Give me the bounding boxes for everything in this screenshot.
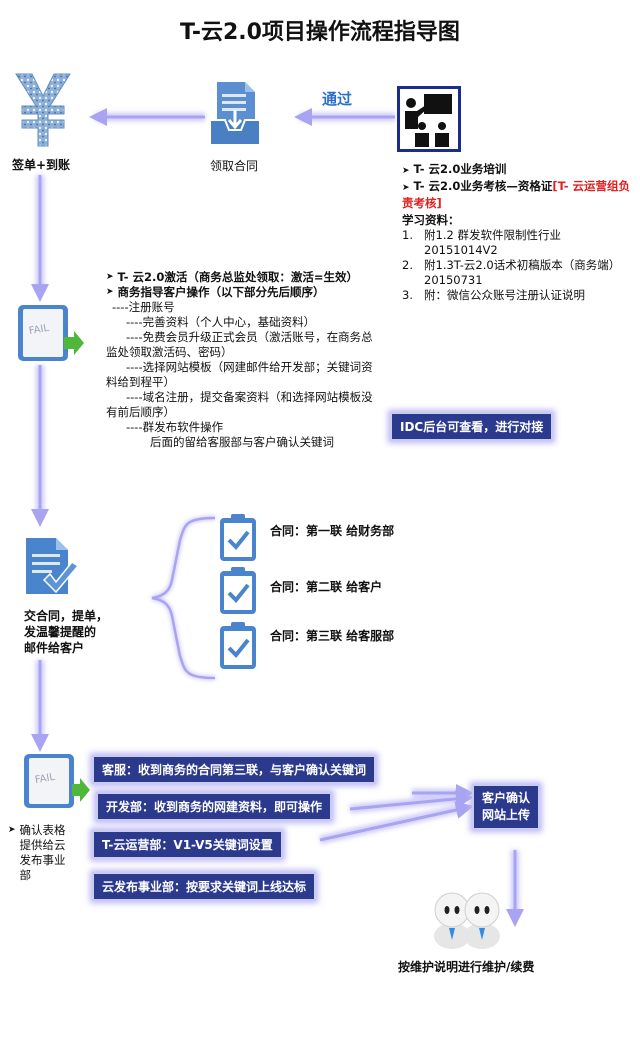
training-item-2: ➤T- 云2.0业务考核—资格证[T- 云运营组负责考核] [402, 179, 631, 210]
activation-item-2: ➤商务指导客户操作（以下部分先后顺序） [106, 285, 325, 299]
clipboard-check-icon [218, 566, 258, 616]
dept-box-ops: T-云运营部：V1-V5关键词设置 [92, 830, 283, 859]
svg-text:FAIL: FAIL [34, 772, 56, 786]
dept-box-publish: 云发布事业部：按要求关键词上线达标 [92, 872, 317, 901]
contract-3: 合同：第三联 给客服部 [270, 629, 395, 643]
clipboard-check-icon [218, 621, 258, 671]
clipboard-check-icon [218, 513, 258, 563]
training-block: ➤T- 云2.0业务培训 ➤T- 云2.0业务考核—资格证[T- 云运营组负责考… [402, 162, 634, 303]
fail-document-icon: FAIL [22, 752, 92, 810]
dept-box-service: 客服：收到商务的合同第三联，与客户确认关键词 [92, 755, 377, 784]
step-7: 后面的留给客服部与客户确认关键词 [150, 435, 334, 449]
fail-document-icon: FAIL [16, 303, 86, 363]
svg-text:FAIL: FAIL [28, 323, 50, 337]
confirm-note: ➤确认表格提供给云发布事业部 [8, 823, 66, 882]
training-item-1: ➤T- 云2.0业务培训 [402, 162, 507, 176]
receive-contract-label: 领取合同 [210, 159, 259, 173]
yen-icon [14, 72, 72, 148]
page-title: T-云2.0项目操作流程指导图 [180, 20, 460, 45]
inbox-download-icon [207, 80, 263, 146]
step-1: ----注册账号 [112, 300, 175, 314]
pass-label: 通过 [322, 90, 353, 108]
material-2: 2.附1.3T-云2.0话术初稿版本（商务端）20150731 [402, 258, 621, 287]
dept-box-dev: 开发部：收到商务的网建资料，即可操作 [96, 792, 333, 821]
material-3: 3.附：微信公众账号注册认证说明 [402, 288, 585, 302]
maintain-label: 按维护说明进行维护/续费 [398, 960, 535, 974]
submit-label: 交合同，提单， 发温馨提醒的 邮件给客户 [24, 609, 109, 655]
study-label: 学习资料： [402, 213, 460, 227]
step-6: ----群发布软件操作 [126, 420, 224, 434]
training-highlight: [T- 云运营组负责考核] [402, 179, 631, 210]
contract-2: 合同：第二联 给客户 [270, 580, 383, 594]
activation-block: ➤T- 云2.0激活（商务总监处领取：激活=生效） ➤商务指导客户操作（以下部分… [106, 270, 378, 450]
teacher-board-icon [397, 86, 461, 152]
material-1: 1.附1.2 群发软件限制性行业20151014V2 [402, 228, 561, 257]
activation-item-1: ➤T- 云2.0激活（商务总监处领取：激活=生效） [106, 270, 358, 284]
document-check-icon [22, 536, 80, 598]
step-2: ----完善资料（个人中心，基础资料） [126, 315, 316, 329]
step-5: ----域名注册，提交备案资料（和选择网站模板没有前后顺序） [106, 390, 373, 419]
step-3: ----免费会员升级正式会员（激活账号，在商务总监处领取激活码、密码） [106, 330, 373, 359]
idc-box: IDC后台可查看，进行对接 [390, 412, 554, 441]
users-icon [428, 888, 508, 950]
confirm-site-box: 客户确认 网站上传 [472, 784, 541, 830]
contract-1: 合同：第一联 给财务部 [270, 524, 395, 538]
step-4: ----选择网站模板（网建邮件给开发部；关键词资料给到程平） [106, 360, 373, 389]
sign-label: 签单+到账 [12, 158, 71, 172]
